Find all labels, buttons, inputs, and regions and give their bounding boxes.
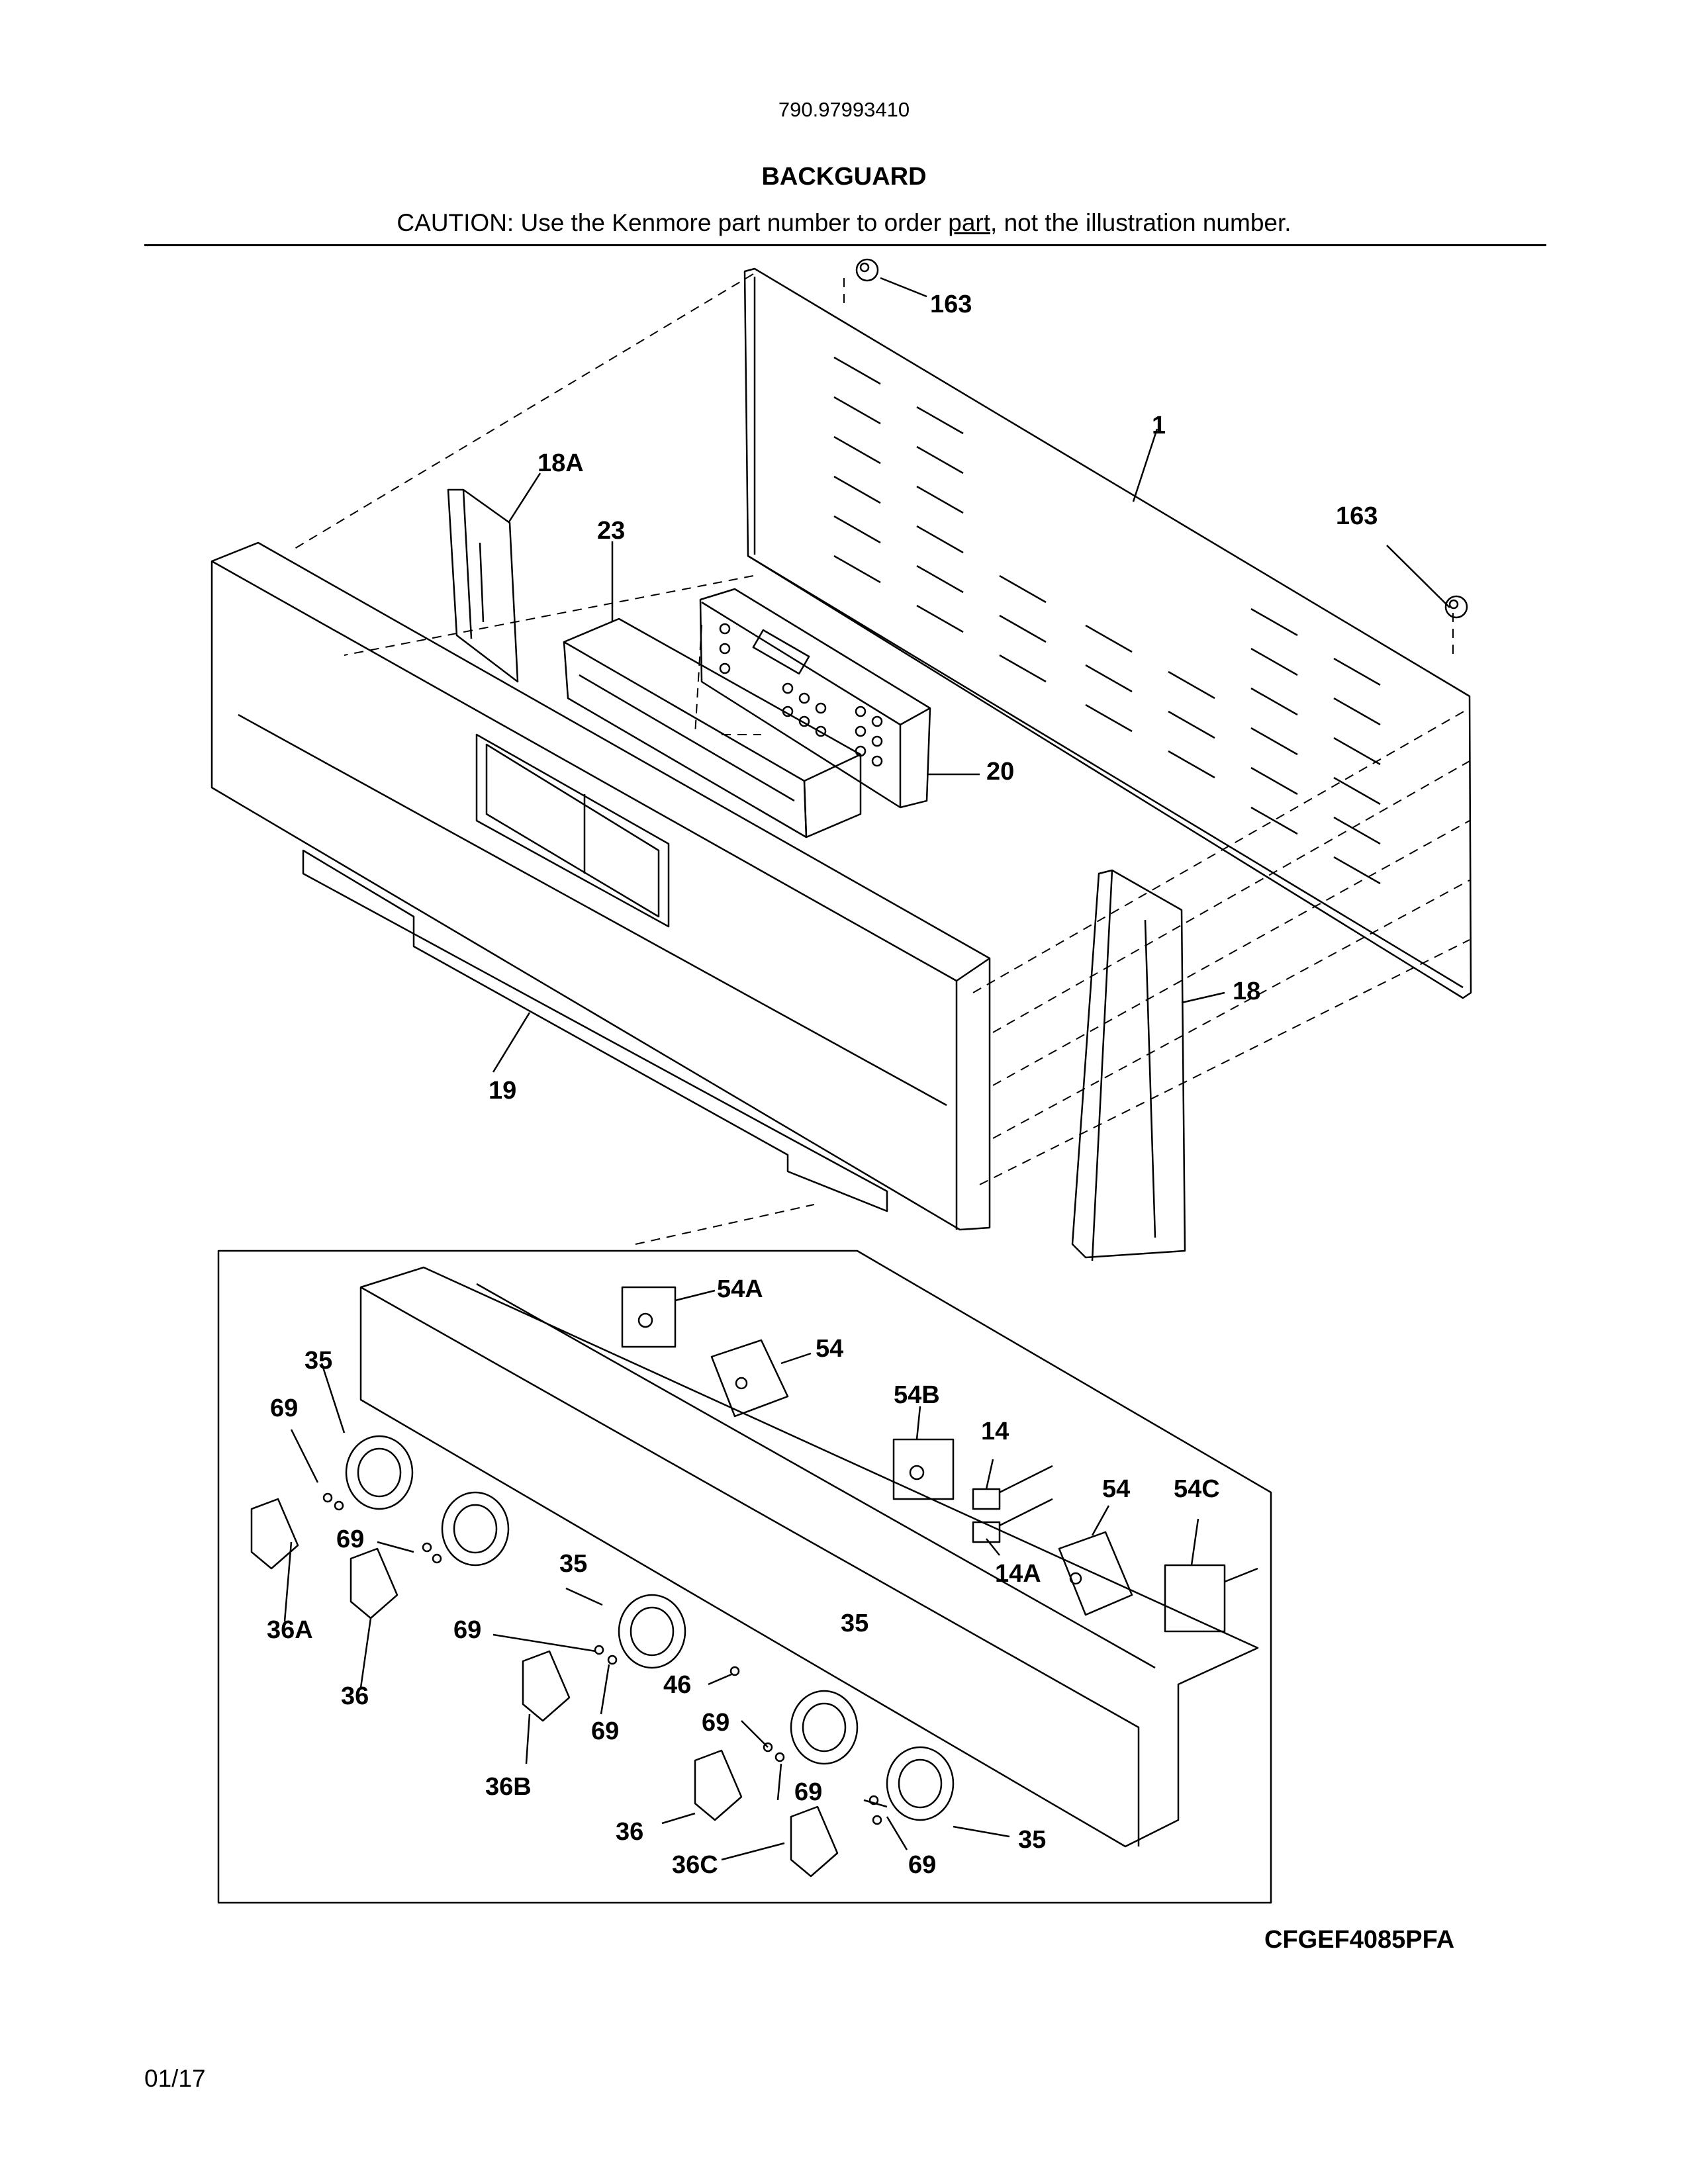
back-panel-vent-slots xyxy=(833,356,1381,885)
assembly-guide-lines xyxy=(291,273,1470,1245)
callout-69-second: 69 xyxy=(336,1525,364,1553)
model-number: 790.97993410 xyxy=(778,98,910,121)
inset-switch-54-lower xyxy=(1058,1531,1133,1616)
inset-connector-14 xyxy=(972,1465,1053,1510)
control-board-buttons xyxy=(719,623,883,767)
callout-35-third: 35 xyxy=(841,1610,868,1637)
caution-note: CAUTION: Use the Kenmore part number to … xyxy=(0,209,1688,237)
callout-36A: 36A xyxy=(267,1616,313,1644)
caution-suffix: , not the illustration number. xyxy=(990,209,1291,236)
inset-switch-54-upper xyxy=(710,1339,789,1418)
callout-35-first: 35 xyxy=(305,1347,332,1375)
callout-14A: 14A xyxy=(995,1560,1041,1588)
callout-163-top: 163 xyxy=(930,291,972,318)
callout-20: 20 xyxy=(986,758,1014,786)
callout-23: 23 xyxy=(597,517,625,545)
bumper-top xyxy=(855,258,879,282)
inset-switch-54B xyxy=(892,1438,955,1500)
caution-prefix: CAUTION: Use the Kenmore part number to … xyxy=(397,209,949,236)
bumper-right xyxy=(1444,595,1468,619)
callout-19: 19 xyxy=(489,1077,516,1105)
callout-36B: 36B xyxy=(485,1773,532,1801)
leader-lines-upper xyxy=(492,277,1450,1073)
right-bracket xyxy=(1071,869,1186,1261)
callout-labels: 163 1 163 18A 23 20 18 19 54A 54 35 69 5… xyxy=(267,291,1378,1879)
callout-14: 14 xyxy=(981,1418,1009,1445)
callout-69-third: 69 xyxy=(453,1616,481,1644)
callout-54-lower: 54 xyxy=(1102,1475,1130,1503)
callout-1: 1 xyxy=(1152,412,1166,439)
callout-69-fourth: 69 xyxy=(702,1709,729,1737)
caution-underlined-word: part xyxy=(948,209,991,236)
callout-69-first: 69 xyxy=(270,1394,298,1422)
callout-36-first: 36 xyxy=(341,1682,369,1710)
callout-54A: 54A xyxy=(717,1275,763,1303)
inset-switch-54A xyxy=(621,1286,677,1348)
header-divider xyxy=(144,244,1546,246)
inset-screws xyxy=(322,1492,882,1825)
inset-control-panel xyxy=(359,1266,1259,1848)
detail-inset-frame xyxy=(217,1250,1272,1904)
callout-54B: 54B xyxy=(894,1381,940,1409)
callout-18A: 18A xyxy=(538,449,584,477)
back-panel xyxy=(743,267,1472,999)
control-housing xyxy=(563,617,862,839)
inset-connector-14A xyxy=(972,1498,1053,1543)
callout-35-fourth: 35 xyxy=(1018,1826,1046,1854)
inset-switch-54C xyxy=(1164,1564,1258,1633)
callout-18: 18 xyxy=(1233,978,1260,1005)
inset-bezels xyxy=(345,1435,955,1821)
callout-69-seventh: 69 xyxy=(908,1851,936,1879)
callout-54C: 54C xyxy=(1174,1475,1220,1503)
left-bracket xyxy=(447,488,519,683)
leader-lines-inset xyxy=(283,1289,1199,1861)
callout-35-second: 35 xyxy=(559,1550,587,1578)
callout-36-second: 36 xyxy=(616,1818,643,1846)
page-title: BACKGUARD xyxy=(761,163,927,191)
callout-69-sixth: 69 xyxy=(794,1778,822,1806)
date-code: 01/17 xyxy=(144,2065,206,2092)
callout-163-right: 163 xyxy=(1336,502,1378,530)
callout-69-fifth: 69 xyxy=(591,1717,619,1745)
callout-46: 46 xyxy=(663,1671,691,1699)
control-panel xyxy=(211,541,991,1231)
model-code: CFGEF4085PFA xyxy=(1264,1926,1455,1954)
callout-54-upper: 54 xyxy=(816,1335,843,1363)
electronic-control-board xyxy=(699,588,931,809)
inset-knobs xyxy=(250,1498,839,1878)
callout-36C: 36C xyxy=(672,1851,718,1879)
